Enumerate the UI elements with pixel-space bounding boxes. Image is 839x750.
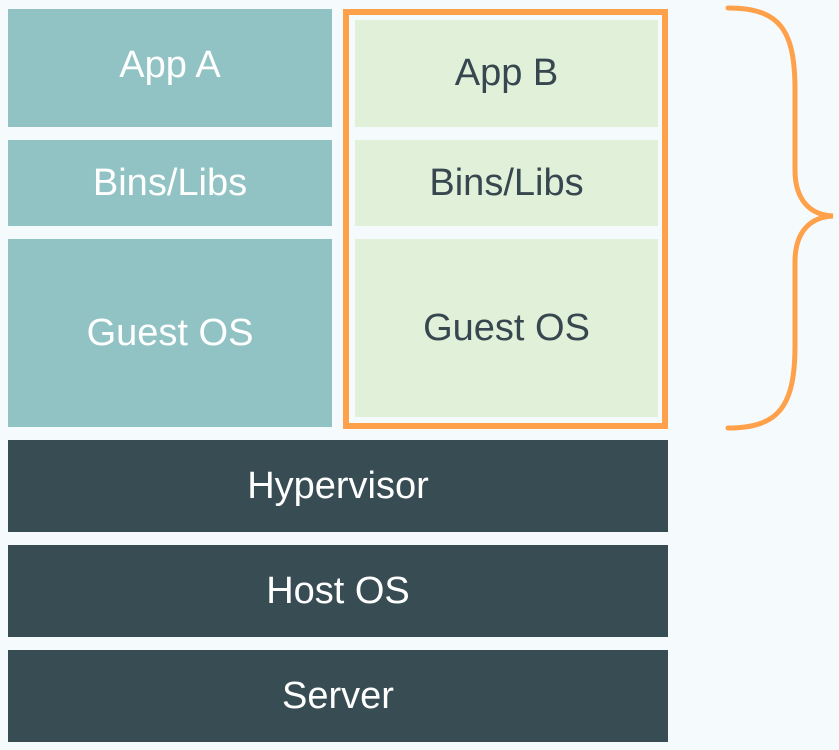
host-os-block: Host OS [8, 545, 668, 637]
vm-b-bins-libs-block: Bins/Libs [355, 140, 658, 226]
vm-a-guest-os-block: Guest OS [8, 239, 332, 427]
right-curly-brace [725, 5, 834, 431]
vm-a-app-label: App A [119, 43, 221, 86]
vm-b-bins-libs-label: Bins/Libs [429, 161, 584, 204]
hypervisor-label: Hypervisor [247, 464, 429, 507]
vm-a-bins-libs-block: Bins/Libs [8, 140, 332, 226]
vm-b-guest-os-label: Guest OS [423, 306, 590, 349]
server-block: Server [8, 650, 668, 742]
vm-b-app-label: App B [454, 52, 559, 94]
server-label: Server [282, 674, 394, 717]
vm-a-bins-libs-label: Bins/Libs [92, 161, 248, 204]
host-os-label: Host OS [266, 569, 410, 612]
hypervisor-block: Hypervisor [8, 440, 668, 532]
vm-b-app-block: App B [355, 20, 658, 127]
vm-a-app-block: App A [8, 9, 332, 127]
vm-a-guest-os-label: Guest OS [86, 311, 254, 354]
vm-b-guest-os-block: Guest OS [355, 239, 658, 417]
